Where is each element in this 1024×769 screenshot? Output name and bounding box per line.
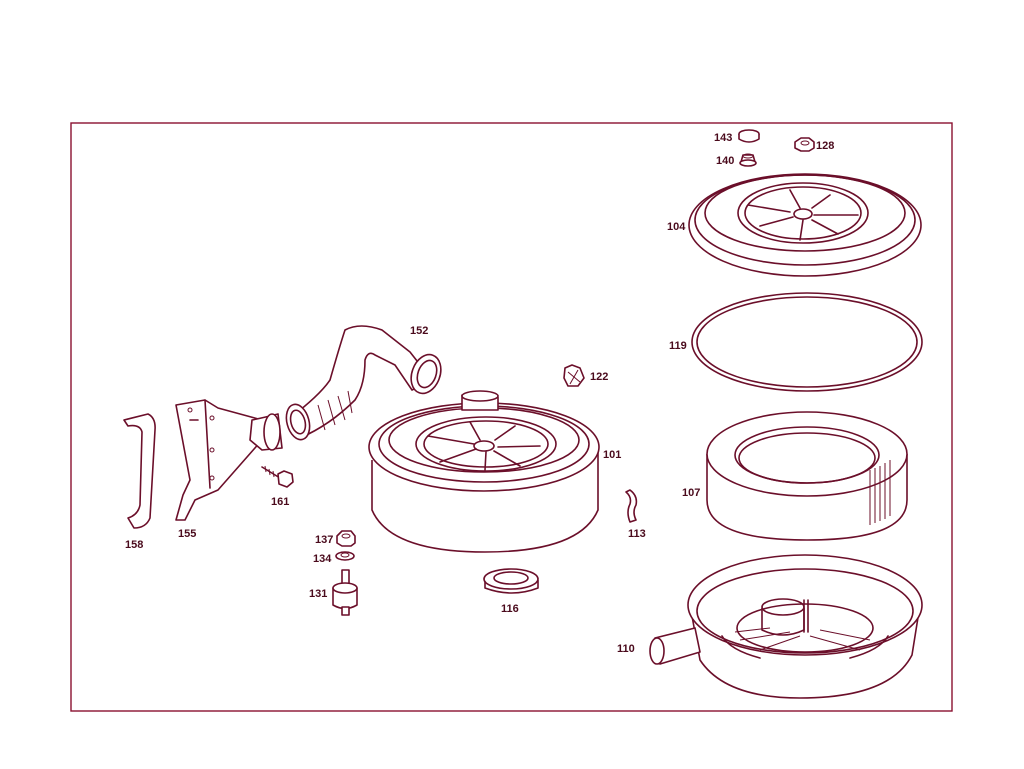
- label-131: 131: [309, 588, 327, 600]
- label-152: 152: [410, 325, 428, 337]
- mounting-bracket: [175, 399, 283, 521]
- intake-hose: [285, 325, 442, 441]
- label-140: 140: [716, 155, 734, 167]
- label-143: 143: [714, 132, 732, 144]
- cap-part: [738, 129, 760, 143]
- label-113: 113: [628, 528, 646, 540]
- sealing-ring: [691, 292, 923, 392]
- clip-part: [563, 364, 585, 387]
- label-119: 119: [669, 340, 687, 352]
- label-161: 161: [271, 496, 289, 508]
- filter-element: [706, 411, 908, 541]
- label-134: 134: [313, 553, 332, 565]
- bolt-part: [261, 465, 294, 488]
- air-cleaner-body: [368, 390, 600, 553]
- label-158: 158: [125, 539, 143, 551]
- seal-part: [483, 568, 539, 594]
- grommet-part: [739, 153, 757, 167]
- label-107: 107: [682, 487, 700, 499]
- label-122: 122: [590, 371, 608, 383]
- label-101: 101: [603, 449, 621, 461]
- hex-nut-part: [336, 530, 356, 547]
- clamp-part: [625, 489, 638, 523]
- diagram-frame: [70, 122, 953, 712]
- label-110: 110: [617, 643, 635, 655]
- retaining-strap: [123, 413, 156, 529]
- label-116: 116: [501, 603, 519, 615]
- filter-cover: [688, 173, 922, 277]
- label-104: 104: [667, 221, 686, 233]
- nut-part-top: [794, 137, 815, 152]
- filter-housing: [649, 554, 923, 699]
- washer-part: [335, 551, 355, 561]
- label-155: 155: [178, 528, 196, 540]
- label-128: 128: [816, 140, 834, 152]
- rubber-mount-part: [332, 569, 358, 616]
- label-137: 137: [315, 534, 333, 546]
